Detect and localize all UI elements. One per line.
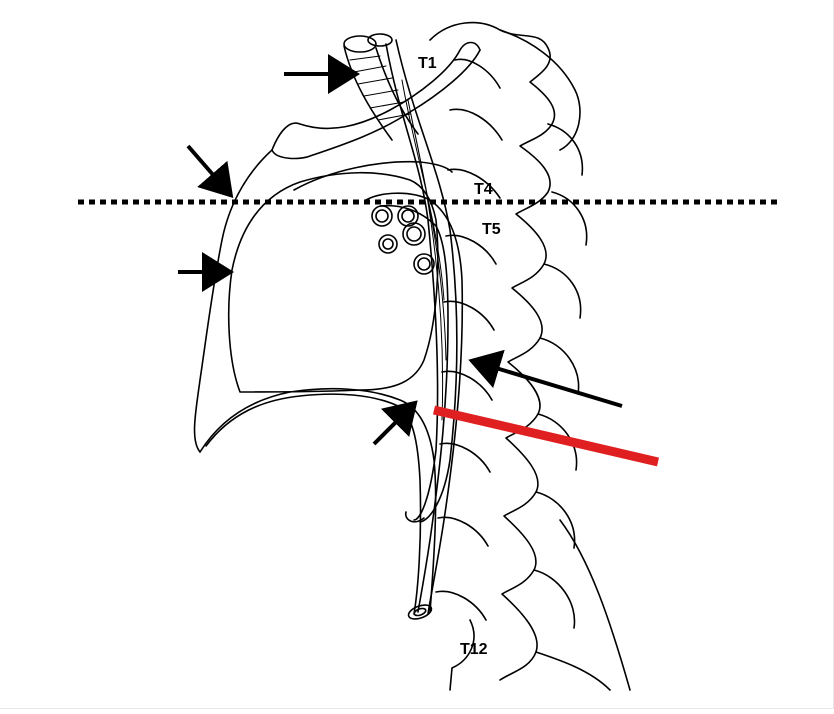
label-t4: T4 [474, 181, 493, 198]
trachea [343, 33, 419, 141]
pointer-arrows [178, 54, 623, 446]
vertebral-column [429, 21, 631, 691]
lung-outline [227, 171, 439, 393]
highlight-line [432, 405, 660, 467]
vertebra-labels: T1 T4 T5 T12 [418, 55, 501, 658]
hilar-vessels [371, 205, 435, 275]
label-t1: T1 [418, 55, 437, 72]
label-t5: T5 [482, 221, 501, 238]
arrow-aorta [468, 349, 623, 408]
arrow-chest-wall [186, 144, 234, 199]
thoracic-cavity-outline [193, 149, 453, 615]
aorta [365, 192, 464, 620]
clavicle [271, 41, 481, 160]
arrow-esophagus [372, 400, 418, 446]
label-t12: T12 [460, 641, 488, 658]
